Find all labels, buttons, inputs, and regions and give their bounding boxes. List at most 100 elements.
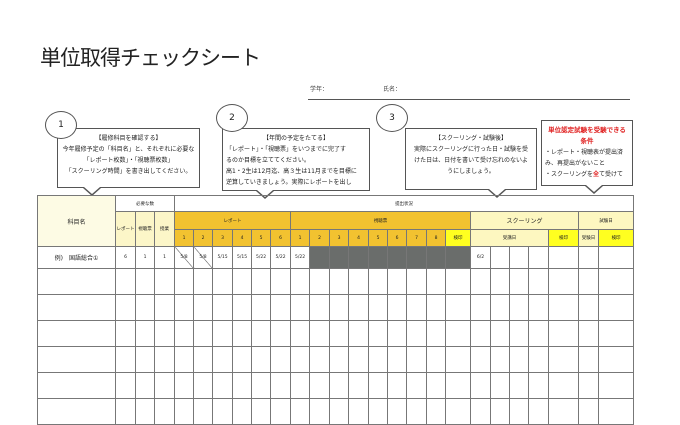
cell[interactable] [212, 294, 234, 321]
cell[interactable] [470, 294, 492, 321]
cell[interactable] [445, 268, 472, 295]
cell[interactable] [470, 398, 492, 425]
cell[interactable] [426, 398, 447, 425]
cell[interactable] [509, 294, 530, 321]
cell[interactable] [270, 372, 292, 399]
cell[interactable] [212, 346, 234, 373]
cell[interactable] [232, 268, 253, 295]
cell[interactable] [251, 398, 272, 425]
cell[interactable] [490, 346, 511, 373]
cell[interactable] [329, 294, 350, 321]
cell[interactable] [598, 246, 635, 269]
cell[interactable] [548, 346, 580, 373]
cell[interactable] [270, 320, 292, 347]
cell[interactable] [528, 372, 550, 399]
cell[interactable] [406, 398, 428, 425]
cell[interactable] [212, 268, 234, 295]
cell[interactable] [368, 294, 389, 321]
cell[interactable] [578, 246, 600, 269]
cell[interactable] [251, 268, 272, 295]
cell[interactable] [212, 398, 234, 425]
cell[interactable] [368, 320, 389, 347]
cell[interactable] [470, 268, 492, 295]
cell[interactable] [470, 346, 492, 373]
cell[interactable] [290, 320, 311, 347]
cell[interactable] [135, 268, 155, 295]
cell[interactable] [309, 372, 331, 399]
cell[interactable] [348, 372, 370, 399]
cell[interactable] [232, 294, 253, 321]
cell[interactable] [445, 320, 472, 347]
cell[interactable] [270, 398, 292, 425]
cell[interactable] [174, 320, 195, 347]
cell[interactable] [153, 346, 176, 373]
cell[interactable] [309, 268, 331, 295]
cell[interactable] [193, 268, 214, 295]
cell[interactable] [37, 320, 116, 347]
cell[interactable] [426, 294, 447, 321]
cell[interactable] [212, 372, 234, 399]
cell[interactable] [115, 294, 136, 321]
cell[interactable] [387, 346, 408, 373]
cell[interactable] [445, 346, 472, 373]
cell[interactable] [509, 346, 530, 373]
cell[interactable] [548, 398, 580, 425]
cell[interactable] [37, 372, 116, 399]
cell[interactable] [578, 268, 600, 295]
cell[interactable] [174, 294, 195, 321]
cell[interactable] [251, 346, 272, 373]
cell[interactable] [387, 372, 408, 399]
cell[interactable] [309, 346, 331, 373]
cell[interactable] [153, 320, 176, 347]
cell[interactable] [490, 398, 511, 425]
cell[interactable] [387, 320, 408, 347]
cell[interactable] [348, 398, 370, 425]
cell[interactable] [548, 294, 580, 321]
cell[interactable] [290, 346, 311, 373]
cell[interactable] [348, 320, 370, 347]
cell[interactable] [548, 246, 580, 269]
cell[interactable] [387, 268, 408, 295]
cell[interactable] [115, 398, 136, 425]
cell[interactable] [193, 372, 214, 399]
cell[interactable] [406, 346, 428, 373]
cell[interactable] [406, 294, 428, 321]
cell[interactable] [329, 320, 350, 347]
cell[interactable] [490, 294, 511, 321]
cell[interactable] [578, 346, 600, 373]
cell[interactable] [368, 268, 389, 295]
cell[interactable] [509, 268, 530, 295]
cell[interactable] [329, 346, 350, 373]
cell[interactable] [598, 398, 635, 425]
cell[interactable] [193, 320, 214, 347]
cell[interactable] [153, 372, 176, 399]
cell[interactable] [387, 398, 408, 425]
cell[interactable] [309, 294, 331, 321]
cell[interactable] [528, 246, 550, 269]
cell[interactable] [232, 346, 253, 373]
cell[interactable] [598, 268, 635, 295]
cell[interactable] [548, 320, 580, 347]
cell[interactable] [174, 398, 195, 425]
cell[interactable] [37, 346, 116, 373]
cell[interactable] [368, 398, 389, 425]
cell[interactable] [578, 294, 600, 321]
cell[interactable] [426, 346, 447, 373]
cell[interactable] [490, 246, 511, 269]
cell[interactable] [329, 268, 350, 295]
cell[interactable] [193, 346, 214, 373]
cell[interactable] [406, 268, 428, 295]
cell[interactable] [528, 398, 550, 425]
cell[interactable] [174, 372, 195, 399]
cell[interactable] [578, 398, 600, 425]
cell[interactable] [153, 294, 176, 321]
cell[interactable] [329, 398, 350, 425]
cell[interactable] [490, 268, 511, 295]
cell[interactable] [406, 320, 428, 347]
cell[interactable] [445, 398, 472, 425]
cell[interactable] [290, 372, 311, 399]
cell[interactable] [348, 294, 370, 321]
cell[interactable] [509, 246, 530, 269]
cell[interactable] [174, 346, 195, 373]
cell[interactable] [426, 372, 447, 399]
